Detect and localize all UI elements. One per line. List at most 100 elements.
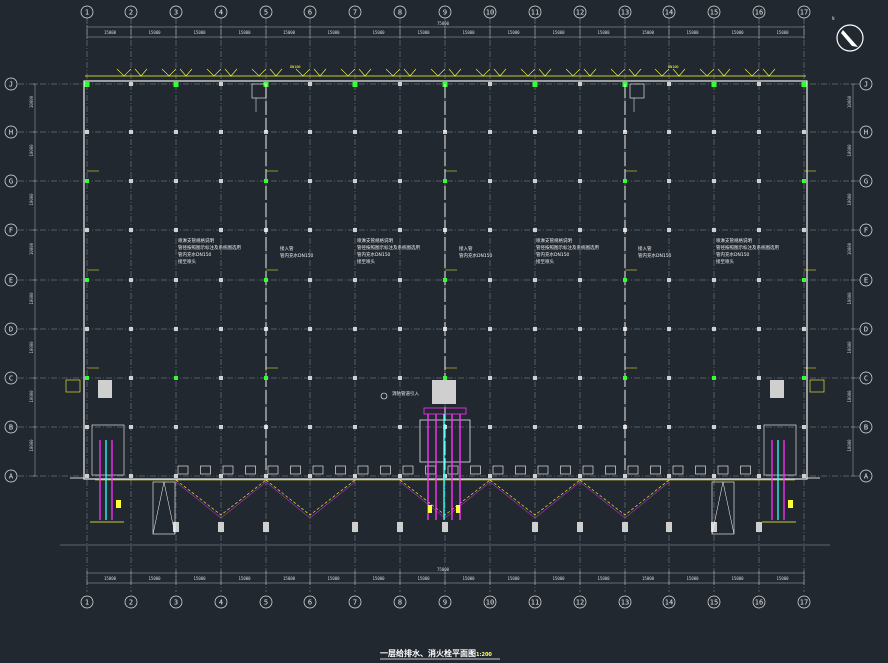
column-marker (398, 228, 402, 232)
row-axis-right-label: A (864, 473, 869, 481)
column-axis-top-bubble (483, 5, 497, 19)
note-line: 管内充水DN150 (638, 252, 672, 259)
column-axis-bottom-label: 3 (174, 599, 178, 607)
column-marker (353, 278, 357, 282)
top-dimension-segment-label: 15000 (687, 30, 700, 35)
top-dimension-total-label: 75000 (437, 21, 450, 26)
column-marker (578, 278, 582, 282)
column-marker (667, 425, 671, 429)
dock-door (672, 465, 684, 475)
column-marker (129, 179, 133, 183)
column-axis-bottom-bubble (662, 595, 676, 609)
branch-pipe (538, 68, 552, 77)
pipe-network (65, 68, 825, 523)
column-marker (398, 425, 402, 429)
main-pipe-label: DN100 (668, 65, 679, 69)
note-line: 管径按照图示标注及系统图选用 (178, 244, 241, 251)
bottom-dimension-segment-label: 15000 (149, 576, 162, 581)
dock-door (222, 465, 234, 475)
bottom-dimension-segment-label: 15000 (283, 576, 296, 581)
branch-pipe (610, 68, 626, 77)
bottom-dimension-segment-label: 15000 (463, 576, 476, 581)
column-axis-top-label: 15 (710, 9, 718, 17)
column-axis-top-bubble (618, 5, 632, 19)
drawing-title: 一层给排水、消火栓平面图 (380, 648, 476, 658)
note-line: 管径按照图示标注及系统图选用 (357, 244, 420, 251)
column-axis-bottom-label: 10 (486, 599, 494, 607)
right-dimension-segment-label: 10000 (847, 193, 852, 206)
column-marker (667, 82, 671, 86)
row-axis-right-bubble (859, 420, 873, 434)
exterior-wall (83, 80, 808, 480)
column-marker (398, 376, 402, 380)
column-axis-bottom-label: 16 (755, 599, 763, 607)
north-arrow-icon: N (832, 16, 864, 52)
row-axis-left-label: F (9, 227, 13, 235)
dock-door (200, 465, 211, 475)
shaft-box (251, 83, 267, 99)
branch-pipe (403, 68, 417, 77)
hydrant-marker (85, 376, 89, 380)
valve-marker (456, 505, 460, 513)
bottom-dimension-segment-label: 15000 (508, 576, 521, 581)
column-axis-bottom-label: 1 (85, 599, 89, 607)
drain-box (173, 522, 179, 532)
hydrant-marker (264, 376, 268, 380)
drain-pipe-v (265, 479, 356, 516)
column-marker (757, 425, 761, 429)
water-tank (432, 380, 456, 404)
dock-door (695, 465, 706, 475)
dock-door (470, 465, 481, 475)
column-axis-top-label: 13 (621, 9, 629, 17)
column-axis-bottom-bubble (528, 595, 542, 609)
column-marker (398, 278, 402, 282)
column-marker (264, 474, 268, 478)
dock-door (560, 465, 571, 475)
column-axis-top-bubble (169, 5, 183, 19)
right-stair-tank (770, 380, 784, 398)
dock-door (357, 465, 369, 475)
top-dimension-segment-label: 15000 (553, 30, 566, 35)
right-dimension-segment-label: 10000 (847, 292, 852, 305)
column-axis-top-bubble (797, 5, 811, 19)
column-marker (488, 82, 492, 86)
column-marker (219, 376, 223, 380)
dock-door (335, 465, 346, 475)
column-marker (174, 425, 178, 429)
column-marker (219, 179, 223, 183)
right-dimension-segment-label: 10000 (847, 341, 852, 354)
column-marker (129, 425, 133, 429)
column-axis-top-label: 17 (800, 9, 808, 17)
hydrant-marker (352, 82, 358, 87)
column-axis-top-label: 14 (665, 9, 673, 17)
left-dimension-segment-label: 10000 (29, 193, 34, 206)
drain-box (397, 522, 403, 532)
column-marker (802, 474, 806, 478)
dock-door (740, 465, 751, 475)
column-axis-bottom-label: 7 (353, 599, 357, 607)
row-axis-right-label: G (864, 178, 868, 186)
row-axis-right-bubble (859, 125, 873, 139)
column-marker (712, 130, 716, 134)
drain-pipe-v (579, 479, 670, 516)
column-axis-bottom-bubble (80, 595, 94, 609)
dock-door (717, 465, 729, 475)
column-axis-bottom-bubble (752, 595, 766, 609)
note-line: 喷淋支管规格说明 (716, 237, 752, 244)
column-marker (443, 474, 447, 478)
branch-pipe (654, 68, 670, 77)
branch-pipe (717, 68, 731, 77)
column-axis-bottom-label: 12 (576, 599, 584, 607)
column-axis-top-bubble (80, 5, 94, 19)
right-inlet-box (809, 379, 825, 393)
left-dimension-segment-label: 10000 (29, 439, 34, 452)
right-stair-valve (788, 500, 793, 508)
column-axis-top-label: 5 (264, 9, 268, 17)
column-marker (712, 228, 716, 232)
note-line: 管内充水DN150 (280, 252, 314, 259)
dock-door (312, 465, 324, 475)
column-axis-bottom-bubble (797, 595, 811, 609)
bottom-dimension-segment-label: 15000 (687, 576, 700, 581)
branch-pipe (672, 68, 686, 77)
